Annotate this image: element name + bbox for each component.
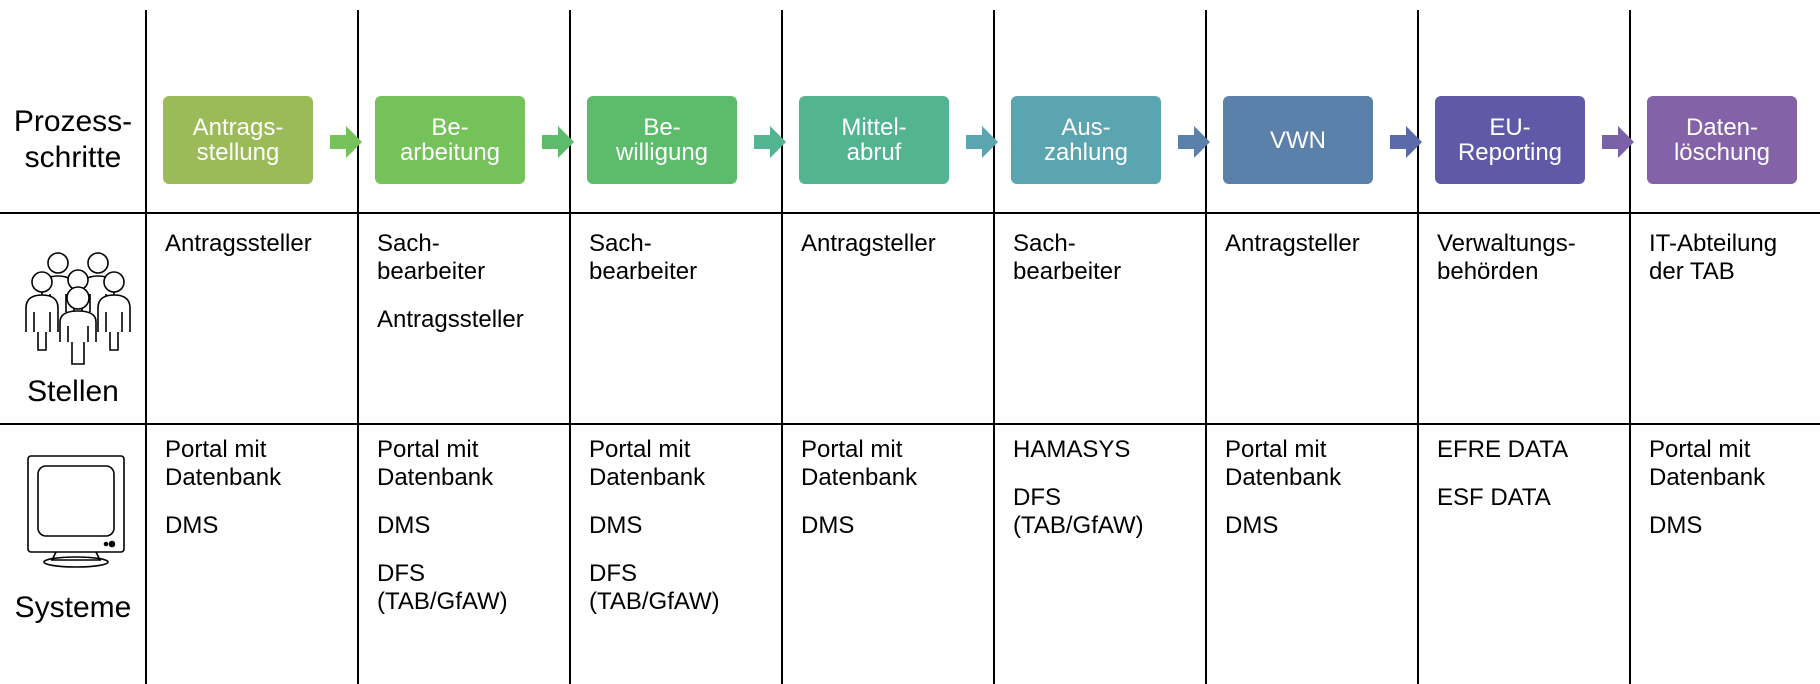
arrow-icon [754,126,786,158]
step-datenloeschung: Daten- löschung [1647,96,1797,184]
system-entry: DMS [1225,512,1279,539]
arrow-icon [1178,126,1210,158]
stellen-cell: Verwaltungs- behörden [1437,230,1637,306]
row-divider-2 [0,423,1820,425]
stellen-entry: Sach- bearbeiter [1013,230,1122,285]
step-eu-reporting: EU- Reporting [1435,96,1585,184]
systeme-cell: Portal mit Datenbank DMS DFS (TAB/GfAW) [589,436,789,636]
systeme-cell: Portal mit Datenbank DMS [1225,436,1425,560]
stellen-cell: Antragsteller [1225,230,1425,278]
arrow-icon [542,126,574,158]
monitor-icon [26,454,126,583]
stellen-cell: Sach- bearbeiter [589,230,789,306]
column-divider [1417,10,1419,684]
system-entry: DFS (TAB/GfAW) [1013,484,1144,539]
system-entry: Portal mit Datenbank [377,436,494,491]
system-entry: Portal mit Datenbank [801,436,918,491]
column-divider [357,10,359,684]
people-group-icon [22,250,132,371]
stellen-entry: Antragssteller [165,230,312,257]
arrow-icon [1390,126,1422,158]
stellen-entry: Sach- bearbeiter [589,230,698,285]
column-divider [569,10,571,684]
system-entry: HAMASYS [1013,436,1131,463]
row-label-stellen: Stellen [27,375,119,408]
system-entry: EFRE DATA [1437,436,1569,463]
column-divider [781,10,783,684]
arrow-icon [330,126,362,158]
row-label-prozessschritte: Prozess- schritte [13,105,133,174]
system-entry: Portal mit Datenbank [165,436,282,491]
system-entry: DMS [801,512,855,539]
systeme-cell: HAMASYS DFS (TAB/GfAW) [1013,436,1213,560]
stellen-cell: Sach- bearbeiter Antragssteller [377,230,577,354]
step-bewilligung: Be- willigung [587,96,737,184]
stellen-cell: Antragssteller [165,230,365,278]
system-entry: DMS [377,512,431,539]
system-entry: DFS (TAB/GfAW) [377,560,508,615]
row-divider-1 [0,212,1820,214]
column-divider [1629,10,1631,684]
systeme-cell: Portal mit Datenbank DMS [1649,436,1820,560]
system-entry: DFS (TAB/GfAW) [589,560,720,615]
step-bearbeitung: Be- arbeitung [375,96,525,184]
stellen-entry: Verwaltungs- behörden [1437,230,1576,285]
row-label-systeme: Systeme [14,591,132,624]
step-antragsstellung: Antrags- stellung [163,96,313,184]
stellen-cell: IT-Abteilung der TAB [1649,230,1820,306]
step-auszahlung: Aus- zahlung [1011,96,1161,184]
system-entry: DMS [589,512,643,539]
systeme-cell: Portal mit Datenbank DMS DFS (TAB/GfAW) [377,436,577,636]
system-entry: Portal mit Datenbank [1649,436,1766,491]
step-vwn: VWN [1223,96,1373,184]
systeme-cell: Portal mit Datenbank DMS [801,436,1001,560]
step-mittelabruf: Mittel- abruf [799,96,949,184]
column-divider [993,10,995,684]
stellen-entry: Antragsteller [801,230,936,257]
systeme-cell: Portal mit Datenbank DMS [165,436,365,560]
system-entry: ESF DATA [1437,484,1551,511]
arrow-icon [1602,126,1634,158]
stellen-entry: Sach- bearbeiter [377,230,486,285]
column-divider [145,10,147,684]
stellen-cell: Antragsteller [801,230,1001,278]
system-entry: Portal mit Datenbank [1225,436,1342,491]
systeme-cell: EFRE DATA ESF DATA [1437,436,1637,532]
system-entry: DMS [1649,512,1703,539]
arrow-icon [966,126,998,158]
stellen-entry: IT-Abteilung der TAB [1649,230,1778,285]
system-entry: DMS [165,512,219,539]
stellen-entry: Antragssteller [377,306,524,333]
system-entry: Portal mit Datenbank [589,436,706,491]
stellen-entry: Antragsteller [1225,230,1360,257]
column-divider [1205,10,1207,684]
stellen-cell: Sach- bearbeiter [1013,230,1213,306]
